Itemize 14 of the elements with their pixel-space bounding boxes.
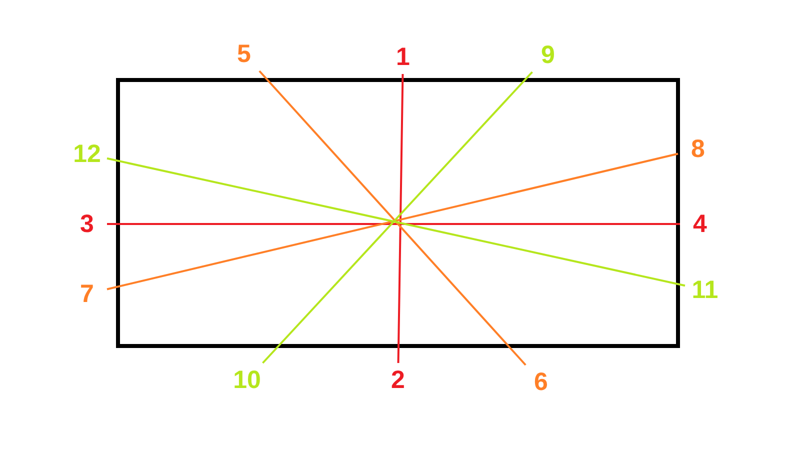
- callout-number: 3: [69, 209, 105, 239]
- callout-number: 8: [680, 134, 716, 164]
- callout-number: 11: [687, 275, 723, 305]
- line: [397, 74, 404, 364]
- callout-number: 10: [229, 365, 265, 395]
- callout-number: 6: [523, 367, 559, 397]
- callout-number: 7: [69, 279, 105, 309]
- callout-number: 5: [226, 39, 262, 69]
- callout-number: 2: [380, 365, 416, 395]
- line: [107, 223, 680, 225]
- callout-number: 9: [530, 40, 566, 70]
- callout-number: 1: [385, 42, 421, 72]
- callout-number: 4: [682, 209, 718, 239]
- callout-number: 12: [69, 139, 105, 169]
